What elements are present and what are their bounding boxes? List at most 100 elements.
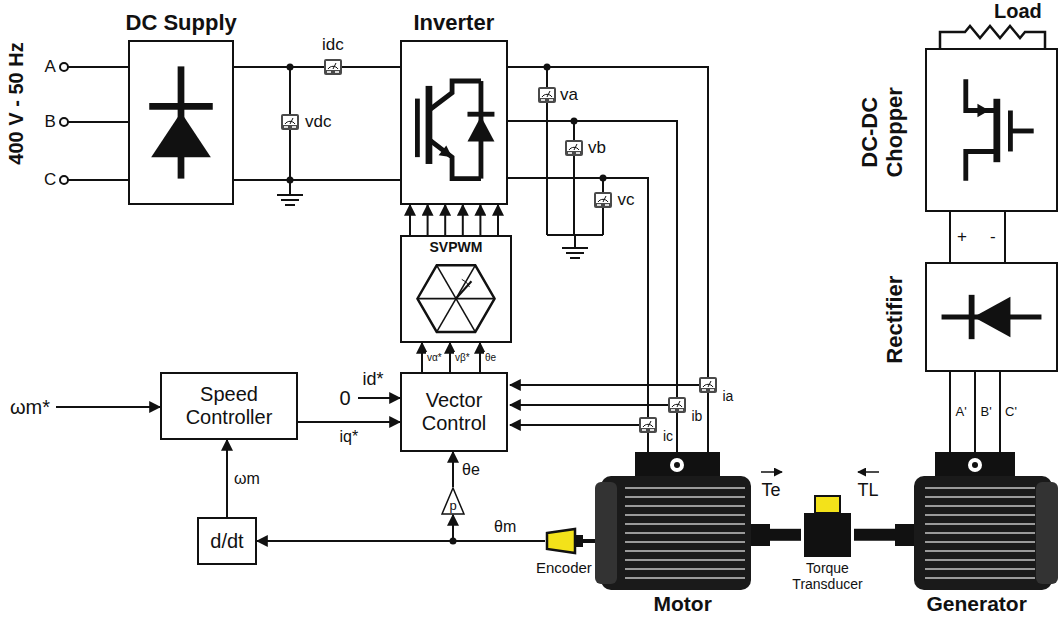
torque-arrows	[761, 471, 879, 473]
dc-supply-box-drawing-part	[151, 112, 211, 157]
edge-label: θe	[461, 461, 481, 479]
load-resistor	[940, 26, 1045, 48]
signal-label: C'	[1004, 405, 1018, 420]
phase-voltage-measurement-part	[562, 247, 588, 249]
chopper-box-drawing-part	[966, 79, 997, 110]
torque-transducer: Torque Transducer	[800, 495, 855, 557]
connector-line	[444, 205, 446, 235]
rectifier-box: Rectifier	[925, 262, 1058, 372]
vector-control-box: Vector Control	[400, 372, 508, 452]
signal-label: A'	[955, 405, 968, 420]
generator-drawing-part	[925, 505, 1035, 507]
connector	[769, 534, 801, 535]
generator-drawing-part	[972, 462, 978, 468]
speed-controller-box: Speed Controller	[160, 372, 298, 440]
connector-line	[497, 205, 499, 235]
generator-drawing-part	[968, 458, 982, 472]
connector	[410, 205, 498, 235]
connector	[950, 212, 1005, 262]
inverter-box-drawing-part	[429, 140, 481, 179]
reference-inputs-part	[56, 406, 160, 408]
supply-terminals	[60, 63, 128, 184]
generator-drawing-part	[895, 524, 914, 546]
motor-drawing-part	[625, 523, 745, 525]
motor-drawing-part	[625, 532, 745, 534]
connector-line	[234, 66, 400, 68]
chopper-box-drawing-part	[977, 104, 989, 118]
node-label: Vector Control	[407, 389, 501, 435]
signal-label: TL	[857, 480, 880, 501]
ammeter-icon	[668, 397, 686, 413]
dc-supply-box-drawing-part	[149, 103, 213, 110]
connector	[227, 440, 228, 517]
edge-label: θm	[493, 518, 517, 536]
connector	[450, 343, 451, 372]
torque-arrows-part	[858, 471, 879, 473]
motor-drawing-part	[625, 496, 745, 498]
chopper-box-drawing	[927, 50, 1056, 210]
svpwm-box-drawing-part	[462, 279, 470, 287]
connector-line	[226, 440, 228, 517]
generator-drawing-part	[925, 523, 1035, 525]
supply-terminals-part	[68, 121, 128, 123]
signal-label: A	[44, 57, 57, 77]
signal-label: idc	[321, 35, 345, 55]
connector	[453, 452, 454, 487]
connector-line	[427, 205, 429, 235]
inverter-box-drawing-part	[426, 86, 433, 164]
current-feedback-part	[510, 404, 668, 406]
motor-drawing-part	[595, 482, 617, 584]
edge-label: ωm	[233, 470, 261, 488]
derivative-box: d/dt	[197, 517, 257, 565]
generator-drawing-part	[935, 452, 1015, 478]
signal-label: C	[43, 170, 57, 190]
connector-line	[479, 205, 481, 235]
signal-label: ib	[691, 408, 704, 424]
voltmeter-icon	[281, 114, 299, 130]
current-feedback-part	[510, 424, 639, 426]
connector	[950, 372, 1000, 452]
svpwm-box: SVPWM	[400, 235, 512, 343]
ammeter-icon	[324, 59, 342, 75]
signal-label: ic	[662, 428, 674, 444]
generator-drawing-part	[925, 532, 1035, 534]
generator: Generator	[895, 452, 1058, 590]
reference-inputs-part	[358, 397, 400, 399]
node-label: Inverter	[414, 10, 495, 35]
signal-label: id*	[362, 369, 385, 390]
connector-line	[508, 121, 677, 452]
svpwm-box-drawing-part	[417, 265, 494, 332]
node-label: p	[446, 499, 460, 514]
connector-line	[298, 421, 400, 423]
chopper-box-drawing-part	[966, 151, 997, 180]
rectifier-box-drawing	[927, 264, 1056, 370]
connector-line	[409, 205, 411, 235]
torque-transducer-drawing	[800, 495, 855, 557]
connector-line	[452, 452, 454, 487]
connector	[480, 343, 481, 372]
connector-line	[769, 529, 801, 541]
connector	[298, 422, 400, 423]
supply-terminals-part	[60, 176, 68, 184]
motor-drawing-part	[625, 550, 745, 552]
chopper-box: DC-DC Chopper	[925, 48, 1058, 212]
dc-supply-box-drawing	[130, 42, 232, 203]
inverter-box-drawing-part	[429, 81, 481, 110]
voltmeter-icon	[565, 140, 583, 156]
signal-label: 0	[339, 387, 352, 410]
inverter-box-drawing-part	[439, 145, 452, 157]
voltmeter-icon	[538, 87, 556, 103]
connector-line	[453, 515, 545, 541]
node-label: Speed Controller	[167, 383, 291, 429]
svpwm-box-drawing-part-part	[437, 299, 456, 332]
dc-link-measurement	[277, 67, 303, 205]
motor-drawing-part	[625, 577, 745, 579]
node-label: Motor	[654, 592, 712, 616]
motor: Motor	[595, 452, 770, 590]
connector-line	[421, 343, 423, 372]
motor-drawing-part	[670, 458, 684, 472]
connector-line	[508, 67, 708, 452]
svpwm-box-drawing-part-part	[456, 298, 495, 300]
dc-link-measurement-part	[277, 194, 303, 196]
